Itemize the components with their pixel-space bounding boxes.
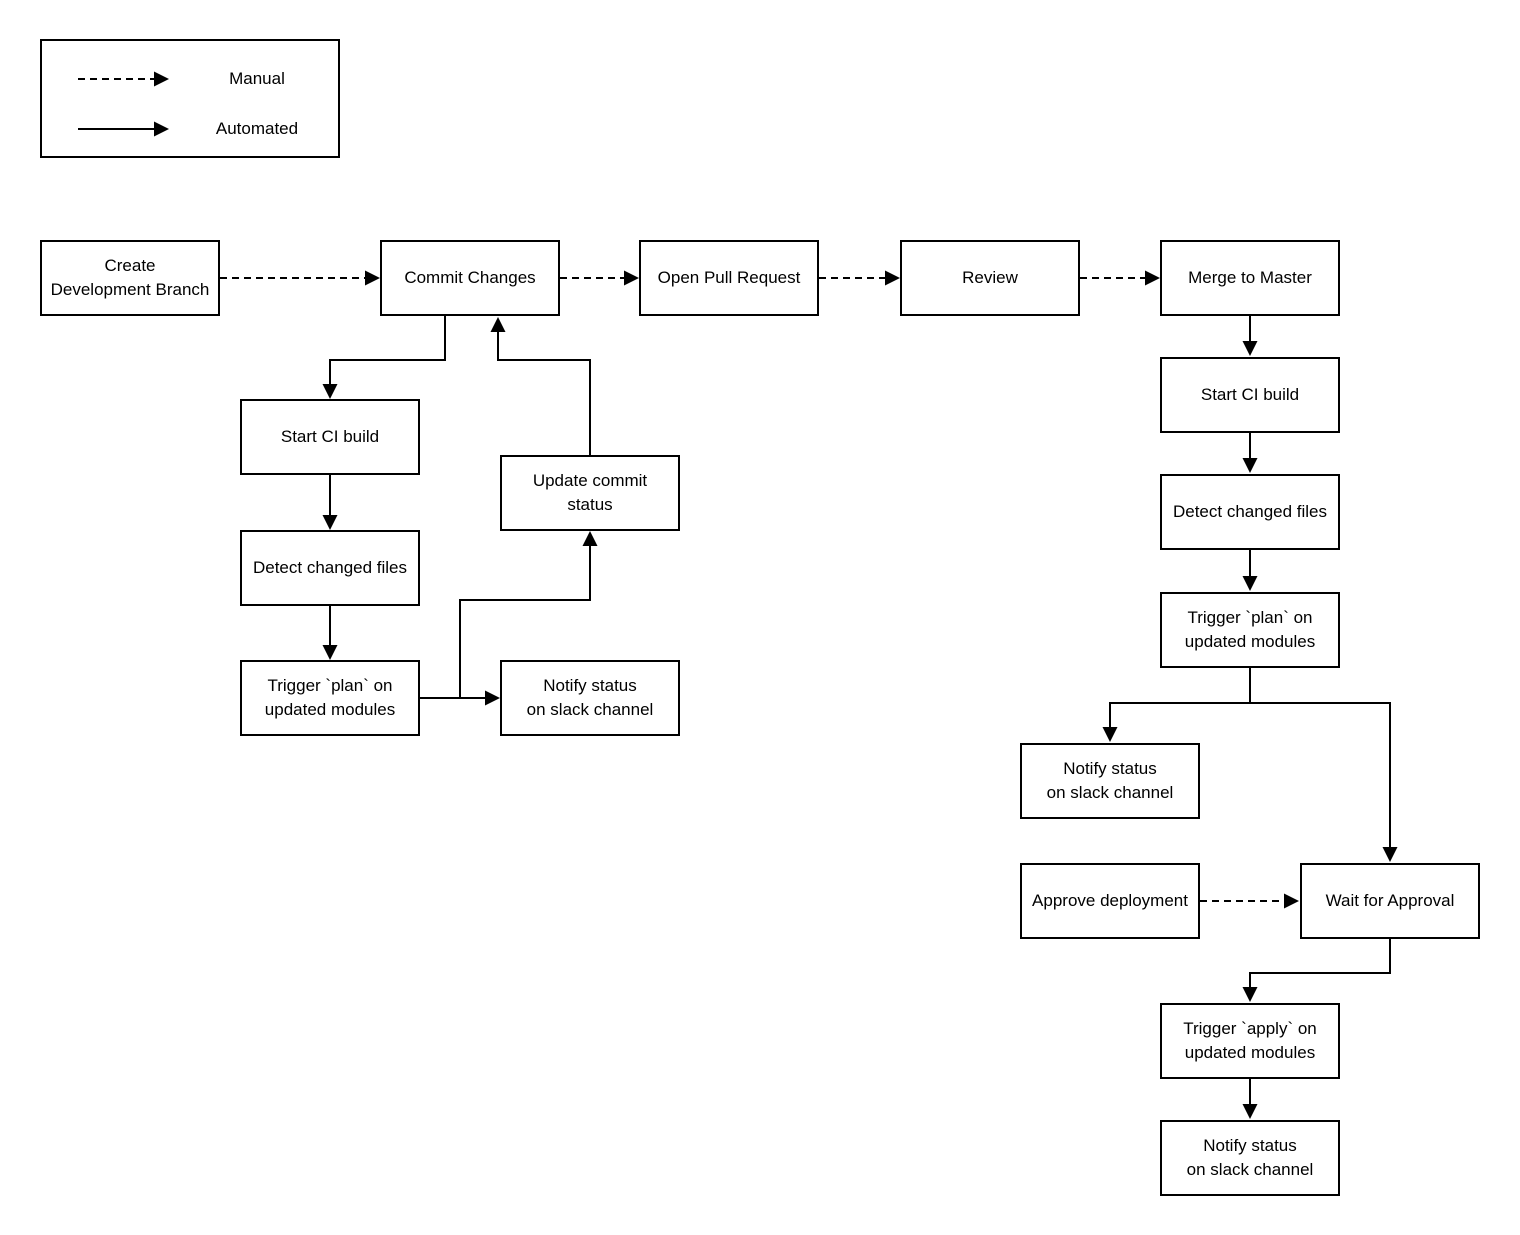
legend-label-manual: Manual [229,69,285,88]
node-commit-changes: Commit Changes [380,240,560,316]
edge-trigger-plan-master-to-notify-status-master [1102,668,1251,742]
node-notify-status-apply: Notify status on slack channel [1160,1120,1340,1196]
legend: Manual Automated [40,39,340,158]
node-notify-status-master: Notify status on slack channel [1020,743,1200,819]
node-start-ci-build-master: Start CI build [1160,357,1340,433]
node-review: Review [900,240,1080,316]
node-trigger-plan-master: Trigger `plan` on updated modules [1160,592,1340,668]
node-open-pull-request: Open Pull Request [639,240,819,316]
node-trigger-plan-feature: Trigger `plan` on updated modules [240,660,420,736]
node-approve-deployment: Approve deployment [1020,863,1200,939]
edge-update-commit-status-to-commit-changes [490,317,591,455]
node-detect-changed-files-master: Detect changed files [1160,474,1340,550]
edge-commit-changes-to-start-ci-build-feature [322,316,446,399]
edge-trigger-plan-master-to-wait-for-approval [1250,702,1398,862]
node-update-commit-status: Update commit status [500,455,680,531]
legend-item-manual: Manual [42,60,338,98]
node-start-ci-build-feature: Start CI build [240,399,420,475]
node-trigger-apply-master: Trigger `apply` on updated modules [1160,1003,1340,1079]
edge-wait-for-approval-to-trigger-apply-master [1242,939,1391,1002]
legend-label-automated: Automated [215,119,299,138]
node-notify-status-feature: Notify status on slack channel [500,660,680,736]
node-merge-to-master: Merge to Master [1160,240,1340,316]
legend-item-automated: Automated [42,110,338,148]
node-wait-for-approval: Wait for Approval [1300,863,1480,939]
manual-arrow-icon [78,71,169,87]
node-detect-changed-files-feature: Detect changed files [240,530,420,606]
node-create-development-branch: Create Development Branch [40,240,220,316]
automated-arrow-icon [78,121,169,137]
